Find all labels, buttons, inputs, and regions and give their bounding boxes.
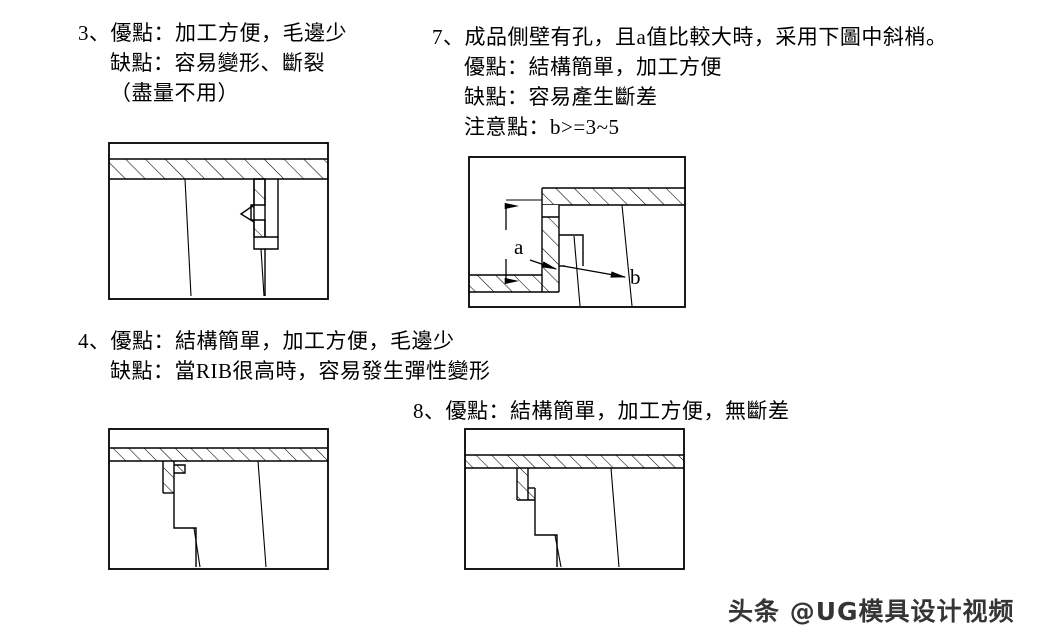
figure-4-frame [464, 428, 685, 570]
figure-variant-4 [108, 428, 329, 570]
note-8-line-1: 8、優點：結構簡單，加工方便，無斷差 [413, 399, 790, 423]
figure-2-lifter-line-right [621, 204, 633, 307]
figure-1-rib-body [250, 178, 266, 238]
note-7-line-4: 注意點：b>=3~5 [464, 115, 620, 139]
note-block-3: 3、優點：加工方便，毛邊少 缺點：容易變形、斷裂 （盡量不用） [78, 18, 347, 108]
dimension-label-a: a [514, 235, 524, 259]
figure-3-rib [162, 461, 186, 494]
note-block-8: 8、優點：結構簡單，加工方便，無斷差 [413, 396, 790, 426]
watermark-text: 头条 @UG模具设计视频 [728, 597, 1015, 626]
figure-2-top-plate [542, 187, 685, 206]
figure-4-parting-line-right [610, 467, 620, 568]
figure-3-frame [108, 428, 329, 570]
note-3-line-1: 3、優點：加工方便，毛邊少 [78, 21, 347, 45]
note-7-line-2: 優點：結構簡單，加工方便 [464, 55, 722, 79]
figure-variant-7: a b [468, 156, 686, 308]
figure-2-dimension-b: b [529, 259, 641, 289]
figure-2-hole-step [559, 234, 584, 266]
figure-variant-3-svg [108, 142, 329, 300]
figure-2-lifter-line-left [573, 235, 581, 307]
figure-1-parting-line-left [184, 178, 192, 297]
figure-2-frame [468, 156, 686, 308]
figure-3-part-profile [173, 493, 197, 567]
note-4-line-2: 缺點：當RIB很高時，容易發生彈性變形 [110, 359, 491, 383]
note-block-4: 4、優點：結構簡單，加工方便，毛邊少 缺點：當RIB很高時，容易發生彈性變形 [78, 326, 491, 386]
note-3-line-3: （盡量不用） [110, 81, 239, 105]
figure-1-lower-step [265, 237, 279, 250]
figure-1-parting-line-right [260, 248, 265, 297]
note-3-line-2: 缺點：容易變形、斷裂 [110, 51, 325, 75]
figure-variant-8-svg [464, 428, 685, 570]
figure-4-top-plate [465, 454, 684, 469]
figure-4-rib [516, 468, 536, 501]
figure-4-parting-line-left [554, 534, 562, 568]
figure-3-parting-line-left [193, 527, 201, 568]
figure-1-frame [108, 142, 329, 300]
figure-2-dimension-a: a [504, 199, 542, 285]
figure-variant-3 [108, 142, 329, 300]
figure-4-part-profile [534, 500, 558, 567]
note-7-line-3: 缺點：容易產生斷差 [464, 85, 658, 109]
figure-3-top-plate [109, 447, 328, 462]
figure-3-parting-line-right [257, 460, 267, 568]
figure-variant-4-svg [108, 428, 329, 570]
note-block-7: 7、成品側壁有孔，且a值比較大時，采用下圖中斜梢。 優點：結構簡單，加工方便 缺… [432, 22, 947, 142]
figure-variant-7-svg: a b [468, 156, 686, 308]
figure-variant-8 [464, 428, 685, 570]
figure-1-step-edge [265, 179, 279, 238]
dimension-label-b: b [630, 265, 641, 289]
figure-1-top-plate-hatch [109, 159, 328, 179]
note-7-line-1: 7、成品側壁有孔，且a值比較大時，采用下圖中斜梢。 [432, 25, 948, 49]
note-4-line-1: 4、優點：結構簡單，加工方便，毛邊少 [78, 329, 455, 353]
